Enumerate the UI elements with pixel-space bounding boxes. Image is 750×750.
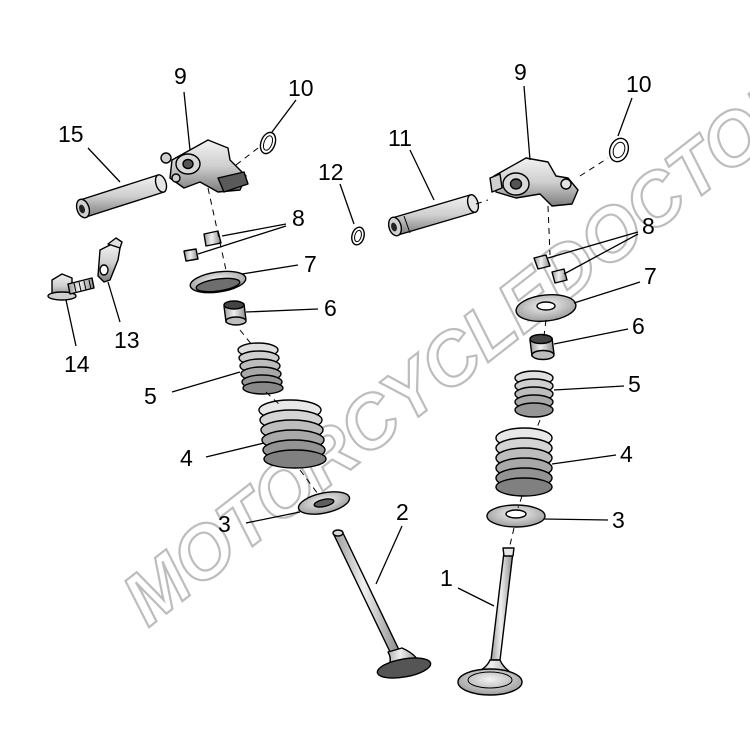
inner-valve-spring-right: [514, 370, 554, 418]
callout-10-left: 10: [288, 75, 314, 101]
rocker-arm-right: [489, 157, 579, 207]
spring-seat-right: [486, 504, 546, 528]
left-valve-assembly: [47, 131, 432, 679]
spring-retainer-right: [515, 293, 577, 323]
stem-seal-left: [223, 300, 247, 326]
stem-seal-right: [529, 333, 555, 361]
callout-8-left: 8: [292, 205, 305, 231]
flange-bolt: [47, 273, 95, 301]
callout-4-left: 4: [180, 445, 193, 471]
valve-cotters-right: [533, 254, 568, 284]
callout-3-left: 3: [218, 511, 231, 537]
inner-valve-spring-left: [237, 342, 284, 395]
callout-3-right: 3: [612, 507, 625, 533]
callouts: 15 9 10 8 7 6 5 4 3 2 12 11: [58, 59, 657, 607]
o-ring-left: [259, 131, 277, 155]
valve-cotters-left: [183, 230, 222, 262]
rocker-shaft-left: [75, 174, 168, 219]
spring-retainer-left: [189, 270, 247, 294]
callout-7-right: 7: [644, 263, 657, 289]
callout-12: 12: [318, 159, 344, 185]
callout-5-left: 5: [144, 383, 157, 409]
right-valve-assembly: [351, 137, 630, 696]
callout-2: 2: [396, 499, 409, 525]
callout-9-right: 9: [514, 59, 527, 85]
callout-11: 11: [388, 125, 412, 151]
o-ring-right: [608, 137, 630, 163]
valve-left: [332, 529, 432, 679]
spring-seat-left: [297, 491, 351, 515]
callout-6-right: 6: [632, 313, 645, 339]
callout-13: 15: [58, 121, 84, 147]
callout-4-right: 4: [620, 441, 633, 467]
rocker-shaft-right: [387, 194, 480, 237]
callout-15: 14: [64, 351, 90, 377]
callout-9-left: 9: [174, 63, 187, 89]
callout-5-right: 5: [628, 371, 641, 397]
valve-right: [457, 547, 523, 696]
o-ring-shaft: [351, 226, 365, 246]
outer-valve-spring-right: [495, 427, 553, 497]
callout-1: 1: [440, 565, 453, 591]
callout-10-right: 10: [626, 71, 652, 97]
rocker-arm-left: [160, 139, 249, 193]
callout-7-left: 7: [304, 251, 317, 277]
callout-14: 13: [114, 327, 140, 353]
mounting-bracket: [97, 237, 123, 283]
callout-6-left: 6: [324, 295, 337, 321]
callout-8-right: 8: [642, 213, 655, 239]
outer-valve-spring-left: [258, 399, 327, 469]
